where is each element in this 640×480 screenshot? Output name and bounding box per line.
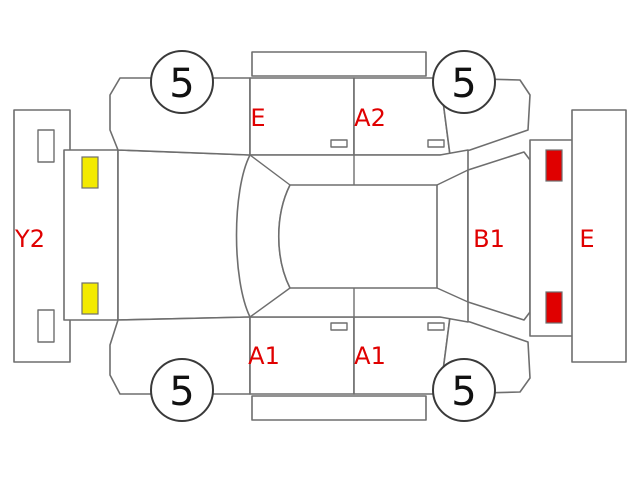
left-front-door-handle [427, 139, 445, 148]
rear-window-damage-code: B1 [473, 225, 505, 253]
rear-left-door-damage-code: E [250, 104, 265, 132]
rear-right-door-damage-code: A1 [248, 342, 280, 370]
tyre-front-right: 5 [150, 358, 214, 422]
tyre-rear-left: 5 [432, 50, 496, 114]
left-rear-door-handle [330, 139, 348, 148]
tyre-front-left-circle [150, 50, 214, 114]
headlight-left-indicator [81, 156, 99, 189]
right-rocker-panel [251, 395, 427, 421]
tyre-rear-right-circle [432, 358, 496, 422]
left-side-section [109, 51, 531, 156]
right-rear-door-handle [330, 322, 348, 331]
left-rear-door-panel [249, 77, 355, 156]
roof-panel [278, 184, 438, 289]
hood-panel [117, 149, 251, 321]
right-front-door-handle [427, 322, 445, 331]
rear-bumper-outline [571, 109, 627, 363]
taillight-right-indicator [545, 291, 563, 324]
tyre-rear-right: 5 [432, 358, 496, 422]
headlight-right-indicator [81, 282, 99, 315]
hood-section [63, 149, 251, 321]
tyre-rear-left-grade: 5 [451, 61, 476, 107]
front-bumper-outline [13, 109, 71, 363]
front-left-door-damage-code: A2 [354, 104, 386, 132]
front-bumper-slot-top [37, 129, 55, 163]
tyre-front-left-grade: 5 [169, 61, 194, 107]
tyre-front-right-circle [150, 358, 214, 422]
cabin-section [235, 149, 469, 323]
front-bumper-damage-code: Y2 [14, 225, 45, 253]
tyre-front-right-grade: 5 [169, 369, 194, 415]
front-bumper-section [13, 109, 71, 363]
front-right-door-damage-code: A1 [354, 342, 386, 370]
front-bumper-slot-bottom [37, 309, 55, 343]
tyre-rear-right-grade: 5 [451, 369, 476, 415]
trunk-section [467, 139, 577, 337]
taillight-left-indicator [545, 149, 563, 182]
tyre-rear-left-circle [432, 50, 496, 114]
left-rocker-panel [251, 51, 427, 77]
rear-bumper-damage-code: E [579, 225, 594, 253]
tyre-front-left: 5 [150, 50, 214, 114]
